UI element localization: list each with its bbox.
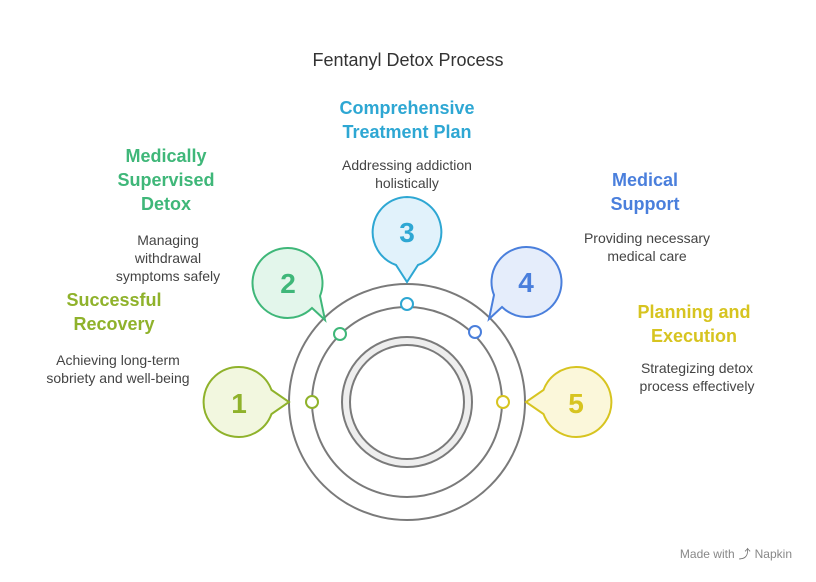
step-number-3: 3: [399, 217, 415, 248]
step-description-3: Addressing addiction holistically: [342, 157, 472, 191]
marker-dot-2: [333, 327, 347, 341]
marker-dot-1: [305, 395, 319, 409]
brand-label: Napkin: [754, 546, 792, 561]
step-title-2: Medically Supervised Detox: [117, 146, 215, 214]
step-description-2: Managing withdrawal symptoms safely: [115, 232, 221, 284]
step-bubble-2: 2: [251, 246, 327, 323]
marker-dot-5: [496, 395, 510, 409]
step-title-3: Comprehensive Treatment Plan: [339, 98, 475, 142]
step-bubble-3: 3: [371, 195, 443, 284]
step-title-4: Medical Support: [610, 170, 680, 214]
step-number-2: 2: [280, 268, 296, 299]
step-title-1: Successful Recovery: [66, 290, 162, 334]
step-bubble-4: 4: [487, 245, 563, 322]
made-with-label: Made with: [679, 546, 735, 561]
step-number-1: 1: [231, 388, 247, 419]
napkin-logo-icon: ⤴: [738, 547, 751, 561]
marker-dot-4: [468, 325, 482, 339]
step-bubble-1: 1: [202, 365, 291, 438]
step-number-5: 5: [568, 388, 584, 419]
marker-dot-3: [400, 297, 414, 311]
step-bubble-5: 5: [524, 365, 613, 438]
made-with-badge[interactable]: Made with ⤴ Napkin: [680, 545, 792, 562]
step-title-5: Planning and Execution: [637, 302, 751, 346]
step-description-5: Strategizing detox process effectively: [639, 360, 755, 394]
step-number-4: 4: [518, 267, 534, 298]
inner-core: [349, 344, 465, 460]
step-description-4: Providing necessary medical care: [583, 230, 711, 264]
diagram-title: Fentanyl Detox Process: [312, 50, 504, 70]
step-description-1: Achieving long-term sobriety and well-be…: [46, 352, 190, 386]
